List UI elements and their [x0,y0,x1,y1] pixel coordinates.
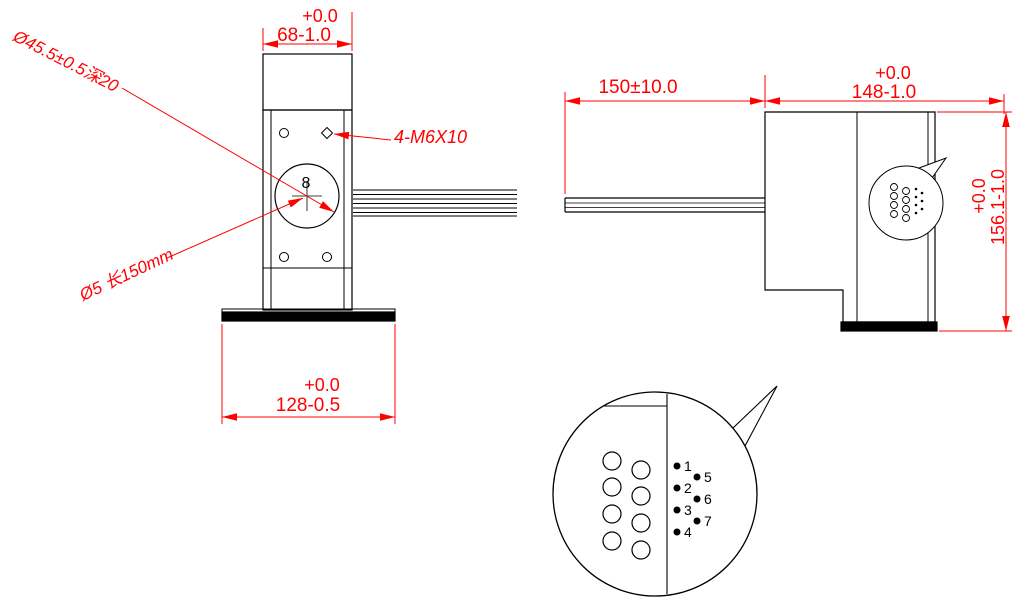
mount-hole-bottom-right [322,252,332,262]
dim150-value: 150±10.0 [598,77,677,98]
pin-dot-7 [693,517,701,525]
pin-label-2: 2 [684,480,692,496]
side-dimensions [564,75,1012,332]
pin-dot-5 [693,473,701,481]
cable-wires [353,189,517,217]
pin-label-5: 5 [704,469,712,485]
dim128-value: 128-0.5 [276,395,340,416]
bore-leader-line [121,87,335,213]
dim128-tolerance: +0.0 [304,375,340,395]
mount-hole-top-right-diamond [320,126,334,140]
pin-dot-6 [693,495,701,503]
balloon-connector-holes [890,183,910,222]
detail-circle [552,391,758,597]
connector-holes [602,451,651,560]
shaft-leader-line [166,197,304,259]
front-bore-circle [274,163,340,229]
detail-view: 1 5 2 6 3 7 4 [552,385,778,597]
bore-note: Ø45.5±0.5深20 [9,26,122,96]
side-dimension-text: 150±10.0 +0.0 148-1.0 +0.0 156.1-1.0 [598,63,1008,245]
detail-tail [732,385,778,447]
front-base-bar [221,311,396,322]
bearing-number-label: 8 [302,175,311,192]
pin-dot-2 [673,484,681,492]
pin-label-6: 6 [704,491,712,507]
pin-labels: 1 5 2 6 3 7 4 [684,458,712,540]
dim68-value: 68-1.0 [277,25,331,46]
side-base-bar [840,321,938,332]
mount-hole-bottom-left [279,252,289,262]
front-top-block [262,53,353,111]
dim148-value: 148-1.0 [852,82,916,103]
pin-dot-3 [673,506,681,514]
dim156-tolerance: +0.0 [969,178,989,214]
front-dimension-text: +0.0 68-1.0 +0.0 128-0.5 Ø45.5±0.5深20 Ø5… [9,6,467,416]
balloon-pin-dots [914,187,924,215]
pin-dot-4 [673,528,681,536]
front-body [262,109,353,311]
pin-dots [673,462,701,536]
balloon-circle [868,165,944,241]
shaft-note: Ø5 长150mm [76,245,177,305]
front-view [221,53,517,322]
pin-label-1: 1 [684,458,692,474]
front-dimensions [121,12,396,424]
dim148-tolerance: +0.0 [875,63,911,83]
pin-dot-1 [673,462,681,470]
pin-label-7: 7 [704,513,712,529]
thread-note: 4-M6X10 [394,127,467,147]
dim68-tolerance: +0.0 [302,6,338,26]
pin-label-3: 3 [684,502,692,518]
pin-label-4: 4 [684,524,692,540]
dim156-value: 156.1-1.0 [988,169,1008,245]
side-view [564,111,948,332]
mount-hole-top-left [279,128,289,138]
thread-leader-line [333,131,392,141]
